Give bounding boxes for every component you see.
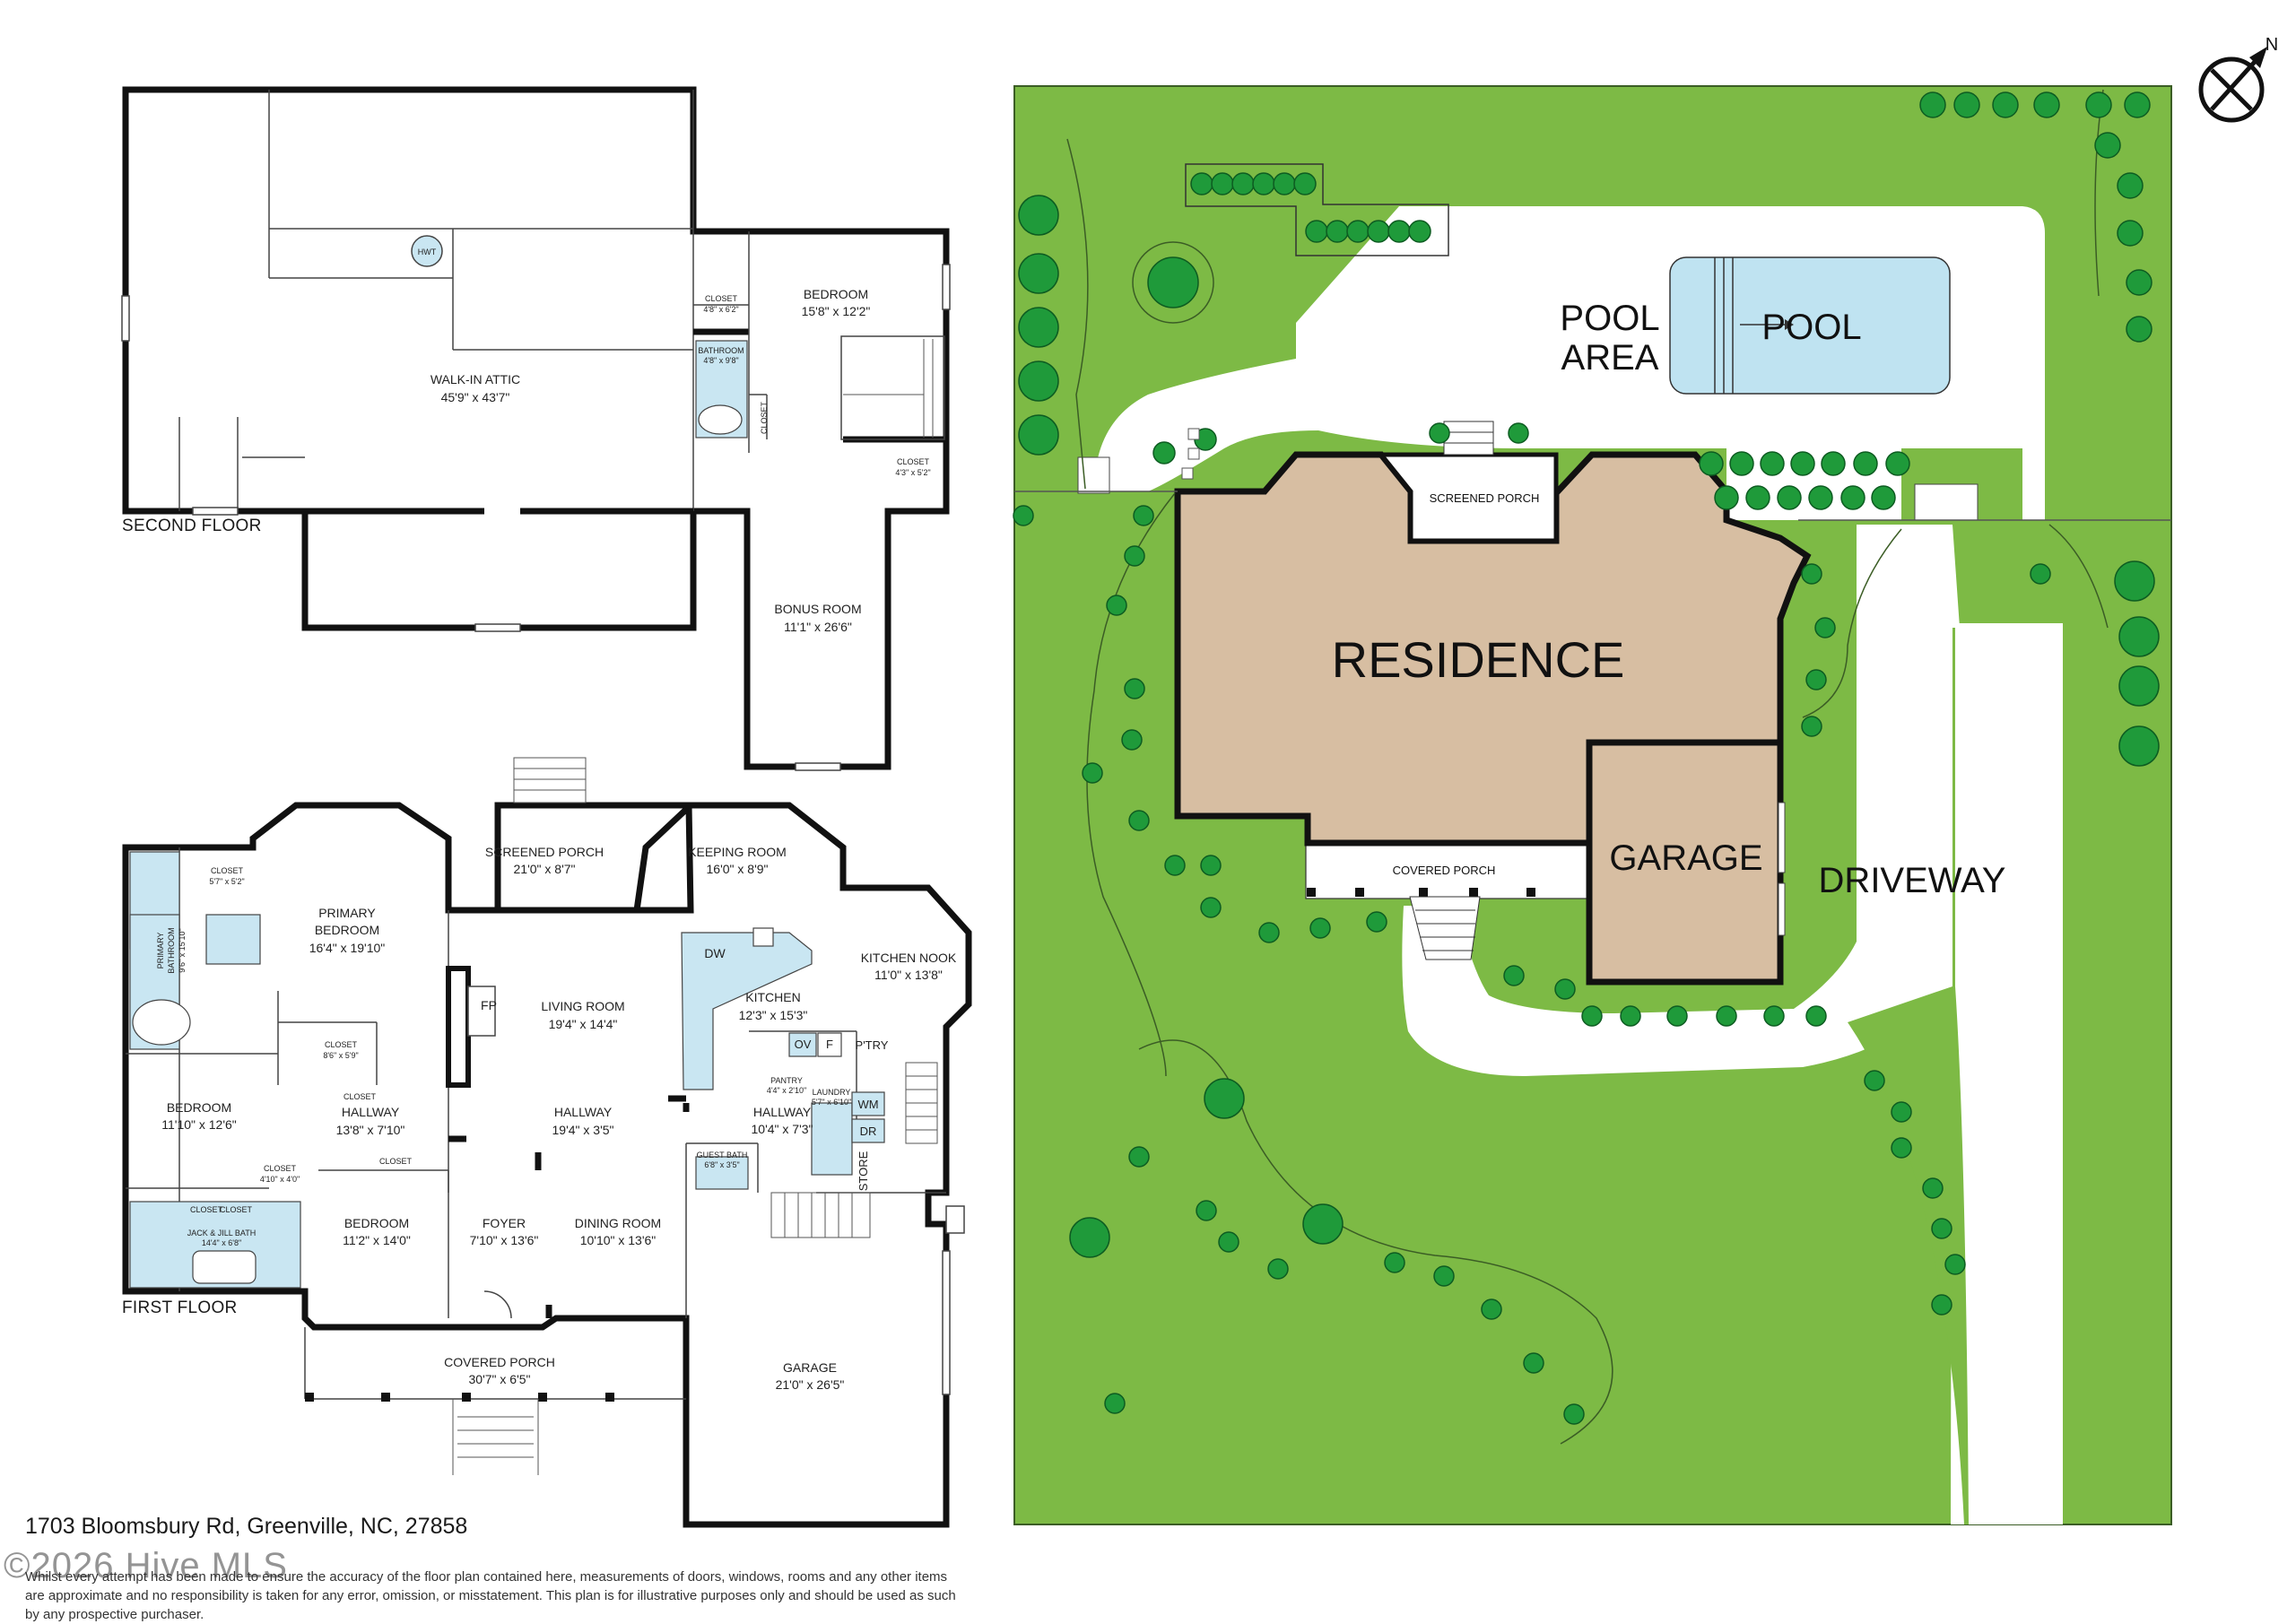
first-floor-plan: FP DW OV F P'TRY WM DR: [122, 757, 972, 1528]
sf-bathroom-dims: 4'8" x 9'8": [703, 356, 738, 365]
disclaimer-text: Whilst every attempt has been made to en…: [25, 1569, 956, 1622]
ff-garage-dims: 21'0" x 26'5": [776, 1377, 845, 1392]
hallway1-name: HALLWAY: [342, 1105, 400, 1119]
closet-e-dims: 4'10" x 4'0": [260, 1175, 300, 1184]
living-room-name: LIVING ROOM: [541, 999, 624, 1013]
primary-bath-label2: BATHROOM: [167, 927, 176, 973]
hallway2-dims: 19'4" x 3'5": [552, 1123, 614, 1137]
residence-label: RESIDENCE: [1332, 631, 1625, 688]
sf-closet3-dims: 4'3" x 5'2": [895, 468, 930, 477]
pool-area-label: POOL: [1560, 299, 1659, 338]
first-floor-label: FIRST FLOOR: [122, 1298, 238, 1317]
hallway1-dims: 13'8" x 7'10": [336, 1123, 405, 1137]
dining-room-dims: 10'10" x 13'6": [580, 1233, 657, 1247]
ff-garage-name: GARAGE: [783, 1360, 837, 1375]
closet-c-label: CLOSET: [344, 1092, 377, 1101]
guest-bath-dims: 6'8" x 3'5": [704, 1160, 739, 1169]
driveway-label: DRIVEWAY: [1819, 861, 2006, 900]
pool-area-label2: AREA: [1561, 338, 1659, 378]
closet-b-dims: 8'6" x 5'9": [323, 1051, 358, 1060]
keeping-room-name: KEEPING ROOM: [688, 845, 787, 859]
kitchen-nook-name: KITCHEN NOOK: [861, 951, 957, 965]
north-compass-icon: N: [2198, 35, 2278, 123]
screened-porch-name: SCREENED PORCH: [485, 845, 604, 859]
ff-bedroom1-name: BEDROOM: [167, 1100, 231, 1115]
mls-watermark: ©2026 Hive MLS: [4, 1546, 288, 1585]
laundry-dims: 5'7" x 6'10": [812, 1098, 851, 1107]
jack-jill-bath-label: JACK & JILL BATH: [187, 1229, 257, 1238]
site-covered-porch-label: COVERED PORCH: [1393, 864, 1496, 877]
pantry-dims: 4'4" x 2'10": [767, 1086, 806, 1095]
closet-d-label: CLOSET: [379, 1157, 413, 1166]
sf-closet2-label: CLOSET: [760, 401, 769, 434]
kitchen-name: KITCHEN: [745, 990, 800, 1004]
hallway3-dims: 10'4" x 7'3": [752, 1122, 813, 1136]
primary-bedroom-name: PRIMARY: [318, 906, 376, 920]
closet-a-label: CLOSET: [211, 866, 244, 875]
pool-label: POOL: [1761, 308, 1861, 347]
closet-f-label: CLOSET: [190, 1205, 223, 1214]
dryer-label: DR: [860, 1125, 877, 1138]
hallway2-name: HALLWAY: [554, 1105, 613, 1119]
bonus-room-dims: 11'1" x 26'6": [784, 620, 852, 634]
site-plan: COVERED PORCH SCREENED PORCH: [1013, 35, 2278, 1525]
oven-label: OV: [795, 1038, 812, 1051]
store-label: STORE: [857, 1151, 870, 1191]
sf-bedroom-dims: 15'8" x 12'2": [802, 304, 871, 318]
sf-bedroom-name: BEDROOM: [804, 287, 868, 301]
second-floor-label: SECOND FLOOR: [122, 517, 262, 535]
second-floor-plan: HWT CLOSET 4'8" x 6'2" BATHROOM 4'8" x 9…: [121, 86, 951, 771]
kitchen-nook-dims: 11'0" x 13'8": [874, 968, 943, 982]
primary-bath-label: PRIMARY: [156, 933, 165, 969]
ff-bedroom1-dims: 11'10" x 12'6": [161, 1117, 237, 1132]
sf-closet3-label: CLOSET: [897, 457, 930, 466]
foyer-name: FOYER: [483, 1216, 526, 1230]
pantry-label: PANTRY: [770, 1076, 803, 1085]
screened-porch-dims: 21'0" x 8'7": [514, 862, 576, 876]
site-screened-porch-label: SCREENED PORCH: [1430, 491, 1540, 505]
sf-closet-label: CLOSET: [705, 294, 738, 303]
laundry-label: LAUNDRY: [813, 1088, 851, 1097]
kitchen-dims: 12'3" x 15'3": [739, 1008, 808, 1022]
jack-jill-bath-dims: 14'4" x 6'8": [202, 1238, 241, 1247]
closet-a-dims: 5'7" x 5'2": [209, 877, 244, 886]
closet-e-label: CLOSET: [264, 1164, 297, 1173]
primary-bedroom-dims: 16'4" x 19'10": [309, 941, 386, 955]
primary-bedroom-name2: BEDROOM: [315, 923, 379, 937]
guest-bath-label: GUEST BATH: [697, 1151, 748, 1159]
walk-in-attic-name: WALK-IN ATTIC: [430, 372, 520, 386]
property-address: 1703 Bloomsbury Rd, Greenville, NC, 2785…: [25, 1514, 468, 1539]
fireplace-label: FP: [481, 998, 497, 1012]
hwt-label: HWT: [418, 248, 437, 256]
bonus-room-name: BONUS ROOM: [774, 602, 861, 616]
hallway3-name: HALLWAY: [753, 1105, 812, 1119]
keeping-room-dims: 16'0" x 8'9": [707, 862, 769, 876]
foyer-dims: 7'10" x 13'6": [470, 1233, 539, 1247]
closet-b-label: CLOSET: [325, 1040, 358, 1049]
primary-bath-dims: 9'6" x 15'10": [178, 928, 187, 972]
ff-bedroom2-name: BEDROOM: [344, 1216, 409, 1230]
living-room-dims: 19'4" x 14'4": [549, 1017, 618, 1031]
dining-room-name: DINING ROOM: [575, 1216, 661, 1230]
walk-in-attic-dims: 45'9" x 43'7": [441, 390, 510, 404]
sf-closet-dims: 4'8" x 6'2": [703, 305, 738, 314]
washer-label: WM: [857, 1098, 878, 1111]
dishwasher-label: DW: [704, 946, 726, 960]
ptry-label: P'TRY: [856, 1038, 889, 1052]
ff-covered-porch-dims: 30'7" x 6'5": [469, 1372, 531, 1386]
ff-bedroom2-dims: 11'2" x 14'0": [343, 1233, 411, 1247]
site-garage-label: GARAGE: [1609, 838, 1762, 878]
ff-covered-porch-name: COVERED PORCH: [444, 1355, 555, 1369]
fridge-label: F: [826, 1038, 833, 1051]
sf-bathroom-label: BATHROOM: [698, 346, 744, 355]
north-label: N: [2266, 35, 2278, 55]
closet-g-label: CLOSET: [220, 1205, 253, 1214]
